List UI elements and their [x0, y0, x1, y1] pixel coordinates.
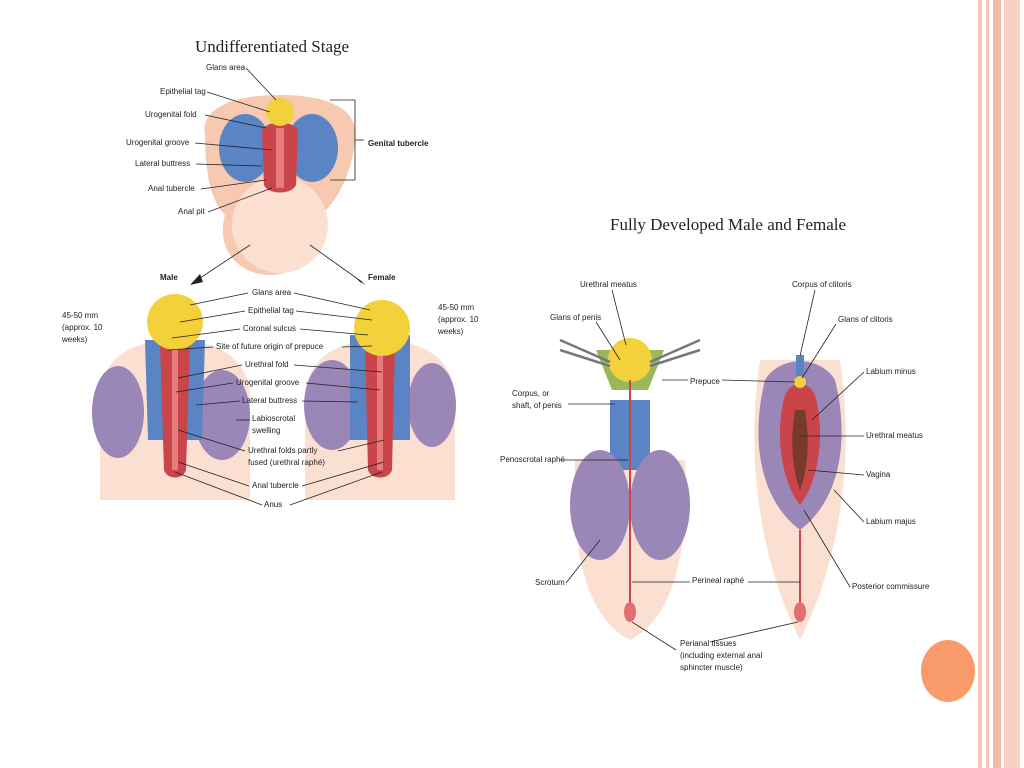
- female-label: Female: [368, 273, 396, 282]
- mid-label-labioscrotal: Labioscrotal: [252, 414, 295, 423]
- undiff-title: Undifferentiated Stage: [195, 37, 349, 56]
- female-age-line-3: weeks): [437, 327, 464, 336]
- dev-label-labium-majus: Labium majus: [866, 517, 916, 526]
- mid-label-urethral-raphe: fused (urethral raphé): [248, 458, 325, 467]
- dev-label-penoscrotal-raphe: Penoscrotal raphé: [500, 455, 565, 464]
- genital-tubercle-label: Genital tubercle: [368, 139, 429, 148]
- mid-label-site-of-prepuce: Site of future origin of prepuce: [216, 342, 324, 351]
- dev-label-perianal-line-1: Perianal tissues: [680, 639, 736, 648]
- mid-label-anal-tubercle: Anal tubercle: [252, 481, 299, 490]
- female-intermediate-illustration: [304, 300, 456, 500]
- male-intermediate-illustration: [92, 294, 250, 500]
- undiff-label-anal-pit: Anal pit: [178, 207, 205, 216]
- undiff-label-epithelial-tag: Epithelial tag: [160, 87, 206, 96]
- dev-label-glans-of-penis: Glans of penis: [550, 313, 601, 322]
- female-age-line-1: 45-50 mm: [438, 303, 474, 312]
- dev-label-scrotum: Scrotum: [535, 578, 565, 587]
- dev-label-corpus-line-1: Corpus, or: [512, 389, 550, 398]
- mid-label-glans-area: Glans area: [252, 288, 292, 297]
- undiff-label-anal-tubercle: Anal tubercle: [148, 184, 195, 193]
- dev-label-perianal-line-2: (including external anal: [680, 651, 762, 660]
- stripe-1: [978, 0, 982, 768]
- male-age-line-2: (approx. 10: [62, 323, 103, 332]
- dev-label-glans-of-clitoris: Glans of clitoris: [838, 315, 893, 324]
- dev-label-labium-minus: Labium minus: [866, 367, 916, 376]
- stripe-4: [1004, 0, 1020, 768]
- dev-label-prepuce: Prepuce: [690, 377, 720, 386]
- dev-label-posterior-commissure: Posterior commissure: [852, 582, 930, 591]
- mid-label-swelling: swelling: [252, 426, 280, 435]
- developed-title: Fully Developed Male and Female: [610, 215, 846, 234]
- stripe-3: [993, 0, 1001, 768]
- mid-label-anus: Anus: [264, 500, 282, 509]
- accent-circle: [921, 640, 975, 702]
- dev-label-perineal-raphe: Perineal raphé: [692, 576, 745, 585]
- male-developed-illustration: [559, 338, 701, 640]
- mid-label-lateral-buttress: Lateral buttress: [242, 396, 297, 405]
- dev-label-corpus-of-clitoris: Corpus of clitoris: [792, 280, 852, 289]
- branch-arrows: [190, 244, 366, 285]
- dev-label-urethral-meatus-female: Urethral meatus: [866, 431, 923, 440]
- mid-label-coronal-sulcus: Coronal sulcus: [243, 324, 296, 333]
- undiff-label-glans-area: Glans area: [206, 63, 246, 72]
- undiff-label-urogenital-groove: Urogenital groove: [126, 138, 190, 147]
- undiff-illustration: [204, 95, 356, 275]
- dev-label-perianal-line-3: sphincter muscle): [680, 663, 743, 672]
- undiff-leaders: [194, 67, 364, 213]
- developed-leaders: [560, 289, 865, 651]
- mid-label-epithelial-tag: Epithelial tag: [248, 306, 294, 315]
- intermediate-leaders: [167, 292, 385, 506]
- male-age-line-3: weeks): [61, 335, 88, 344]
- female-age-line-2: (approx. 10: [438, 315, 479, 324]
- male-label: Male: [160, 273, 178, 282]
- mid-label-urethral-fold: Urethral fold: [245, 360, 289, 369]
- dev-label-urethral-meatus-male: Urethral meatus: [580, 280, 637, 289]
- female-developed-illustration: [754, 355, 846, 640]
- undiff-label-urogenital-fold: Urogenital fold: [145, 110, 197, 119]
- dev-label-corpus-line-2: shaft, of penis: [512, 401, 562, 410]
- dev-label-vagina: Vagina: [866, 470, 891, 479]
- undiff-label-lateral-buttress: Lateral buttress: [135, 159, 190, 168]
- mid-label-urethral-folds-partly: Urethral folds partly: [248, 446, 317, 455]
- stripe-2: [986, 0, 989, 768]
- male-age-line-1: 45-50 mm: [62, 311, 98, 320]
- mid-label-urogenital-groove: Urogenital groove: [236, 378, 300, 387]
